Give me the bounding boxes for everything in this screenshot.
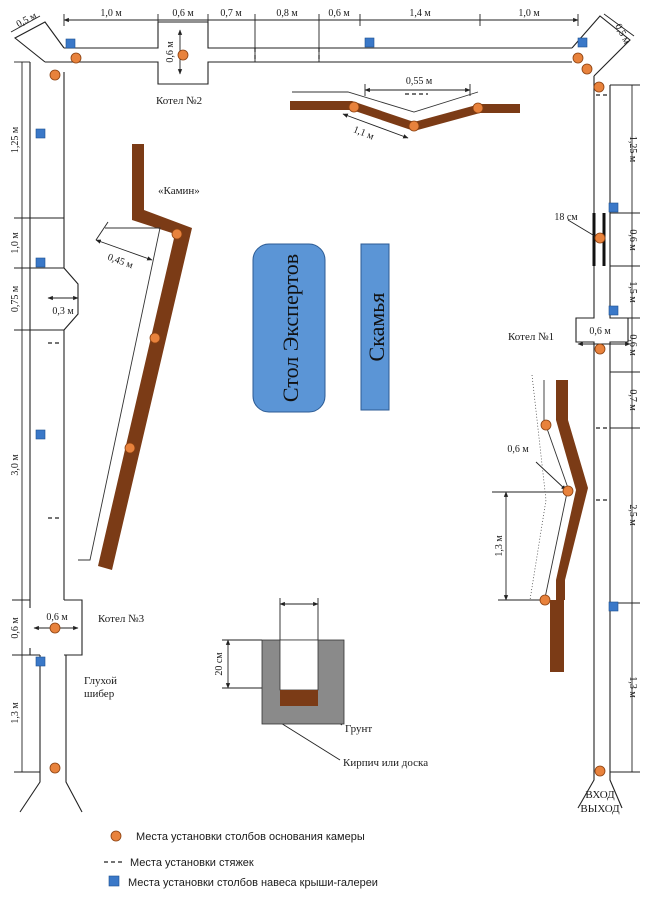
base-post <box>171 228 183 240</box>
base-post <box>594 343 606 355</box>
base-post <box>593 81 605 93</box>
kotel1-label: Котел №1 <box>508 331 554 343</box>
dim-kotel1-wall-height: 1,3 м <box>494 535 505 557</box>
expert-table-label: Стол Экспертов <box>278 254 303 402</box>
base-post <box>594 232 606 244</box>
kotel1-wall <box>529 374 588 672</box>
legend-text-1: Места установки стяжек <box>130 857 254 869</box>
base-post <box>562 485 574 497</box>
roof-post <box>364 37 375 48</box>
dim-top-5: 0,6 м <box>328 8 350 19</box>
roof-post <box>35 128 46 139</box>
blue-square-icon <box>108 875 120 887</box>
damper-label-line2: шибер <box>84 688 115 700</box>
dim-left-6: 1,3 м <box>10 702 21 724</box>
dim-left-1: 1,0 м <box>10 232 21 254</box>
base-post <box>49 762 61 774</box>
dim-right-3: 0,6 м <box>627 334 638 356</box>
bench-wall <box>290 91 520 131</box>
roof-post <box>608 202 619 213</box>
dim-right-2: 1,5 м <box>627 281 638 303</box>
base-post <box>124 442 136 454</box>
kotel3-label: Котел №3 <box>98 613 145 625</box>
base-post <box>408 120 420 132</box>
roof-post <box>35 656 46 667</box>
dim-right-gap: 18 см <box>554 212 578 223</box>
legend: Места установки столбов основания камеры… <box>104 830 378 889</box>
dim-left-4: 3,0 м <box>10 454 21 476</box>
base-posts <box>49 49 606 777</box>
roof-post <box>35 257 46 268</box>
roof-post <box>608 305 619 316</box>
base-post <box>572 52 584 64</box>
dim-bench-segment: 1,1 м <box>351 124 376 142</box>
base-post <box>539 594 551 606</box>
dim-top-7: 1,0 м <box>518 8 540 19</box>
dim-left-3: 0,3 м <box>52 306 74 317</box>
dim-top-4: 0,8 м <box>276 8 298 19</box>
base-post <box>472 102 484 114</box>
damper-label-line1: Глухой <box>84 675 117 687</box>
roof-post <box>35 429 46 440</box>
base-post <box>49 622 61 634</box>
kotel2-label: Котел №2 <box>156 95 202 107</box>
brick-label: Кирпич или доска <box>343 757 428 769</box>
dim-top-1: 1,0 м <box>100 8 122 19</box>
roof-post <box>65 38 76 49</box>
dim-left-2: 0,75 м <box>10 285 21 312</box>
base-post <box>49 69 61 81</box>
dim-kotel1-width: 0,6 м <box>589 326 611 337</box>
base-post <box>540 419 552 431</box>
roof-post <box>577 37 588 48</box>
dim-kotel1-wall-gap: 0,6 м <box>507 444 529 455</box>
dim-top-8: 0,5 м <box>612 22 632 47</box>
exit-label: ВЫХОД <box>580 803 620 815</box>
dim-right-5: 2,5 м <box>627 504 638 526</box>
orange-circle-icon <box>110 830 122 842</box>
dim-section-height: 20 см <box>214 652 225 676</box>
base-post <box>581 63 593 75</box>
kamin-label: «Камин» <box>158 185 200 197</box>
roof-posts <box>35 37 619 667</box>
dim-left-0: 1,25 м <box>10 126 21 153</box>
plan-labels: Котел №2 Котел №1 Котел №3 «Камин» Глухо… <box>84 95 620 815</box>
dim-bench-top-gap: 0,55 м <box>406 76 433 87</box>
legend-text-2: Места установки столбов навеса крыши-гал… <box>128 877 378 889</box>
base-post <box>177 49 189 61</box>
dim-top-3: 0,7 м <box>220 8 242 19</box>
base-post <box>594 765 606 777</box>
bench-label: Скамья <box>364 293 389 362</box>
entry-label: ВХОД <box>585 789 615 801</box>
roof-post <box>608 601 619 612</box>
dim-right-0: 1,25 м <box>627 136 638 163</box>
dim-right-4: 0,7 м <box>627 389 638 411</box>
dim-kotel2-width: 0,6 м <box>165 41 176 63</box>
dim-right-1: 0,6 м <box>627 229 638 251</box>
legend-text-0: Места установки столбов основания камеры <box>136 831 365 843</box>
soil-label: Грунт <box>345 723 372 735</box>
cross-section <box>261 639 345 725</box>
dimension-lines <box>10 13 640 773</box>
dim-fireplace-width: 0,45 м <box>106 252 135 272</box>
base-post <box>149 332 161 344</box>
bench: Скамья <box>360 243 390 411</box>
expert-table: Стол Экспертов <box>252 243 326 413</box>
fireplace-wall <box>78 144 192 570</box>
dim-top-2: 0,6 м <box>172 8 194 19</box>
base-post <box>70 52 82 64</box>
base-post <box>348 101 360 113</box>
dim-right-6: 1,3 м <box>627 676 638 698</box>
dim-left-5: 0,6 м <box>10 617 21 639</box>
dim-kotel3-width: 0,6 м <box>46 612 68 623</box>
dim-top-6: 1,4 м <box>409 8 431 19</box>
